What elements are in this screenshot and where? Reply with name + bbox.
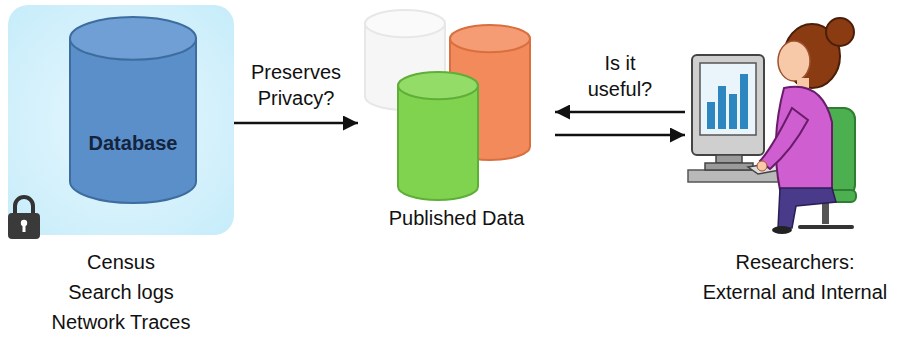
node-caption-text: Researchers: External and Internal [699,247,891,307]
published-data-stack: Published Data [358,8,555,203]
arm [760,108,808,169]
shoe [772,226,792,234]
cylinder [398,72,478,200]
monitor [692,55,764,155]
chart-bar [707,102,715,129]
hand [757,161,767,171]
monitor-base [705,163,753,170]
node-caption-text: Network Traces [52,307,191,337]
chair-base [800,225,852,229]
edge-label: Preserves Privacy? [246,59,346,111]
cylinder-top [70,17,196,60]
hair-bun [826,18,854,46]
researcher-node: Researchers: External and Internal [685,15,905,235]
node-caption: Published Data [389,205,525,231]
cylinder-stack [358,8,555,203]
trousers [778,188,836,228]
database-cylinder: Database [68,15,198,205]
cylinder [70,17,196,203]
flow-arrow [555,134,685,137]
cylinder-top [450,25,530,52]
node-title: Database [68,131,198,155]
cylinder-top [365,10,445,37]
node-caption: Researchers: External and Internal [699,247,891,307]
chart-bar [740,74,748,129]
node-label: Database [68,131,198,155]
flow-arrow [234,122,358,125]
source-panel: CensusSearch logsNetwork TracesDatabase [8,5,234,235]
chart-bar [718,86,726,129]
face [778,41,810,81]
monitor-screen [700,63,756,135]
cylinder-body [70,38,196,203]
node-caption-text: Search logs [52,277,191,307]
cylinder-body [398,86,478,200]
monitor-stand [716,155,742,163]
cylinder-top [398,72,478,99]
cylinder-outline [68,15,198,205]
chair-post [822,202,829,224]
chart-bar [729,94,737,129]
node-caption-text: Published Data [389,205,525,231]
node-caption-text: Census [52,247,191,277]
node-caption: CensusSearch logsNetwork Traces [52,247,191,337]
flow-arrow [555,111,685,114]
edge-label: Is it useful? [580,50,660,102]
